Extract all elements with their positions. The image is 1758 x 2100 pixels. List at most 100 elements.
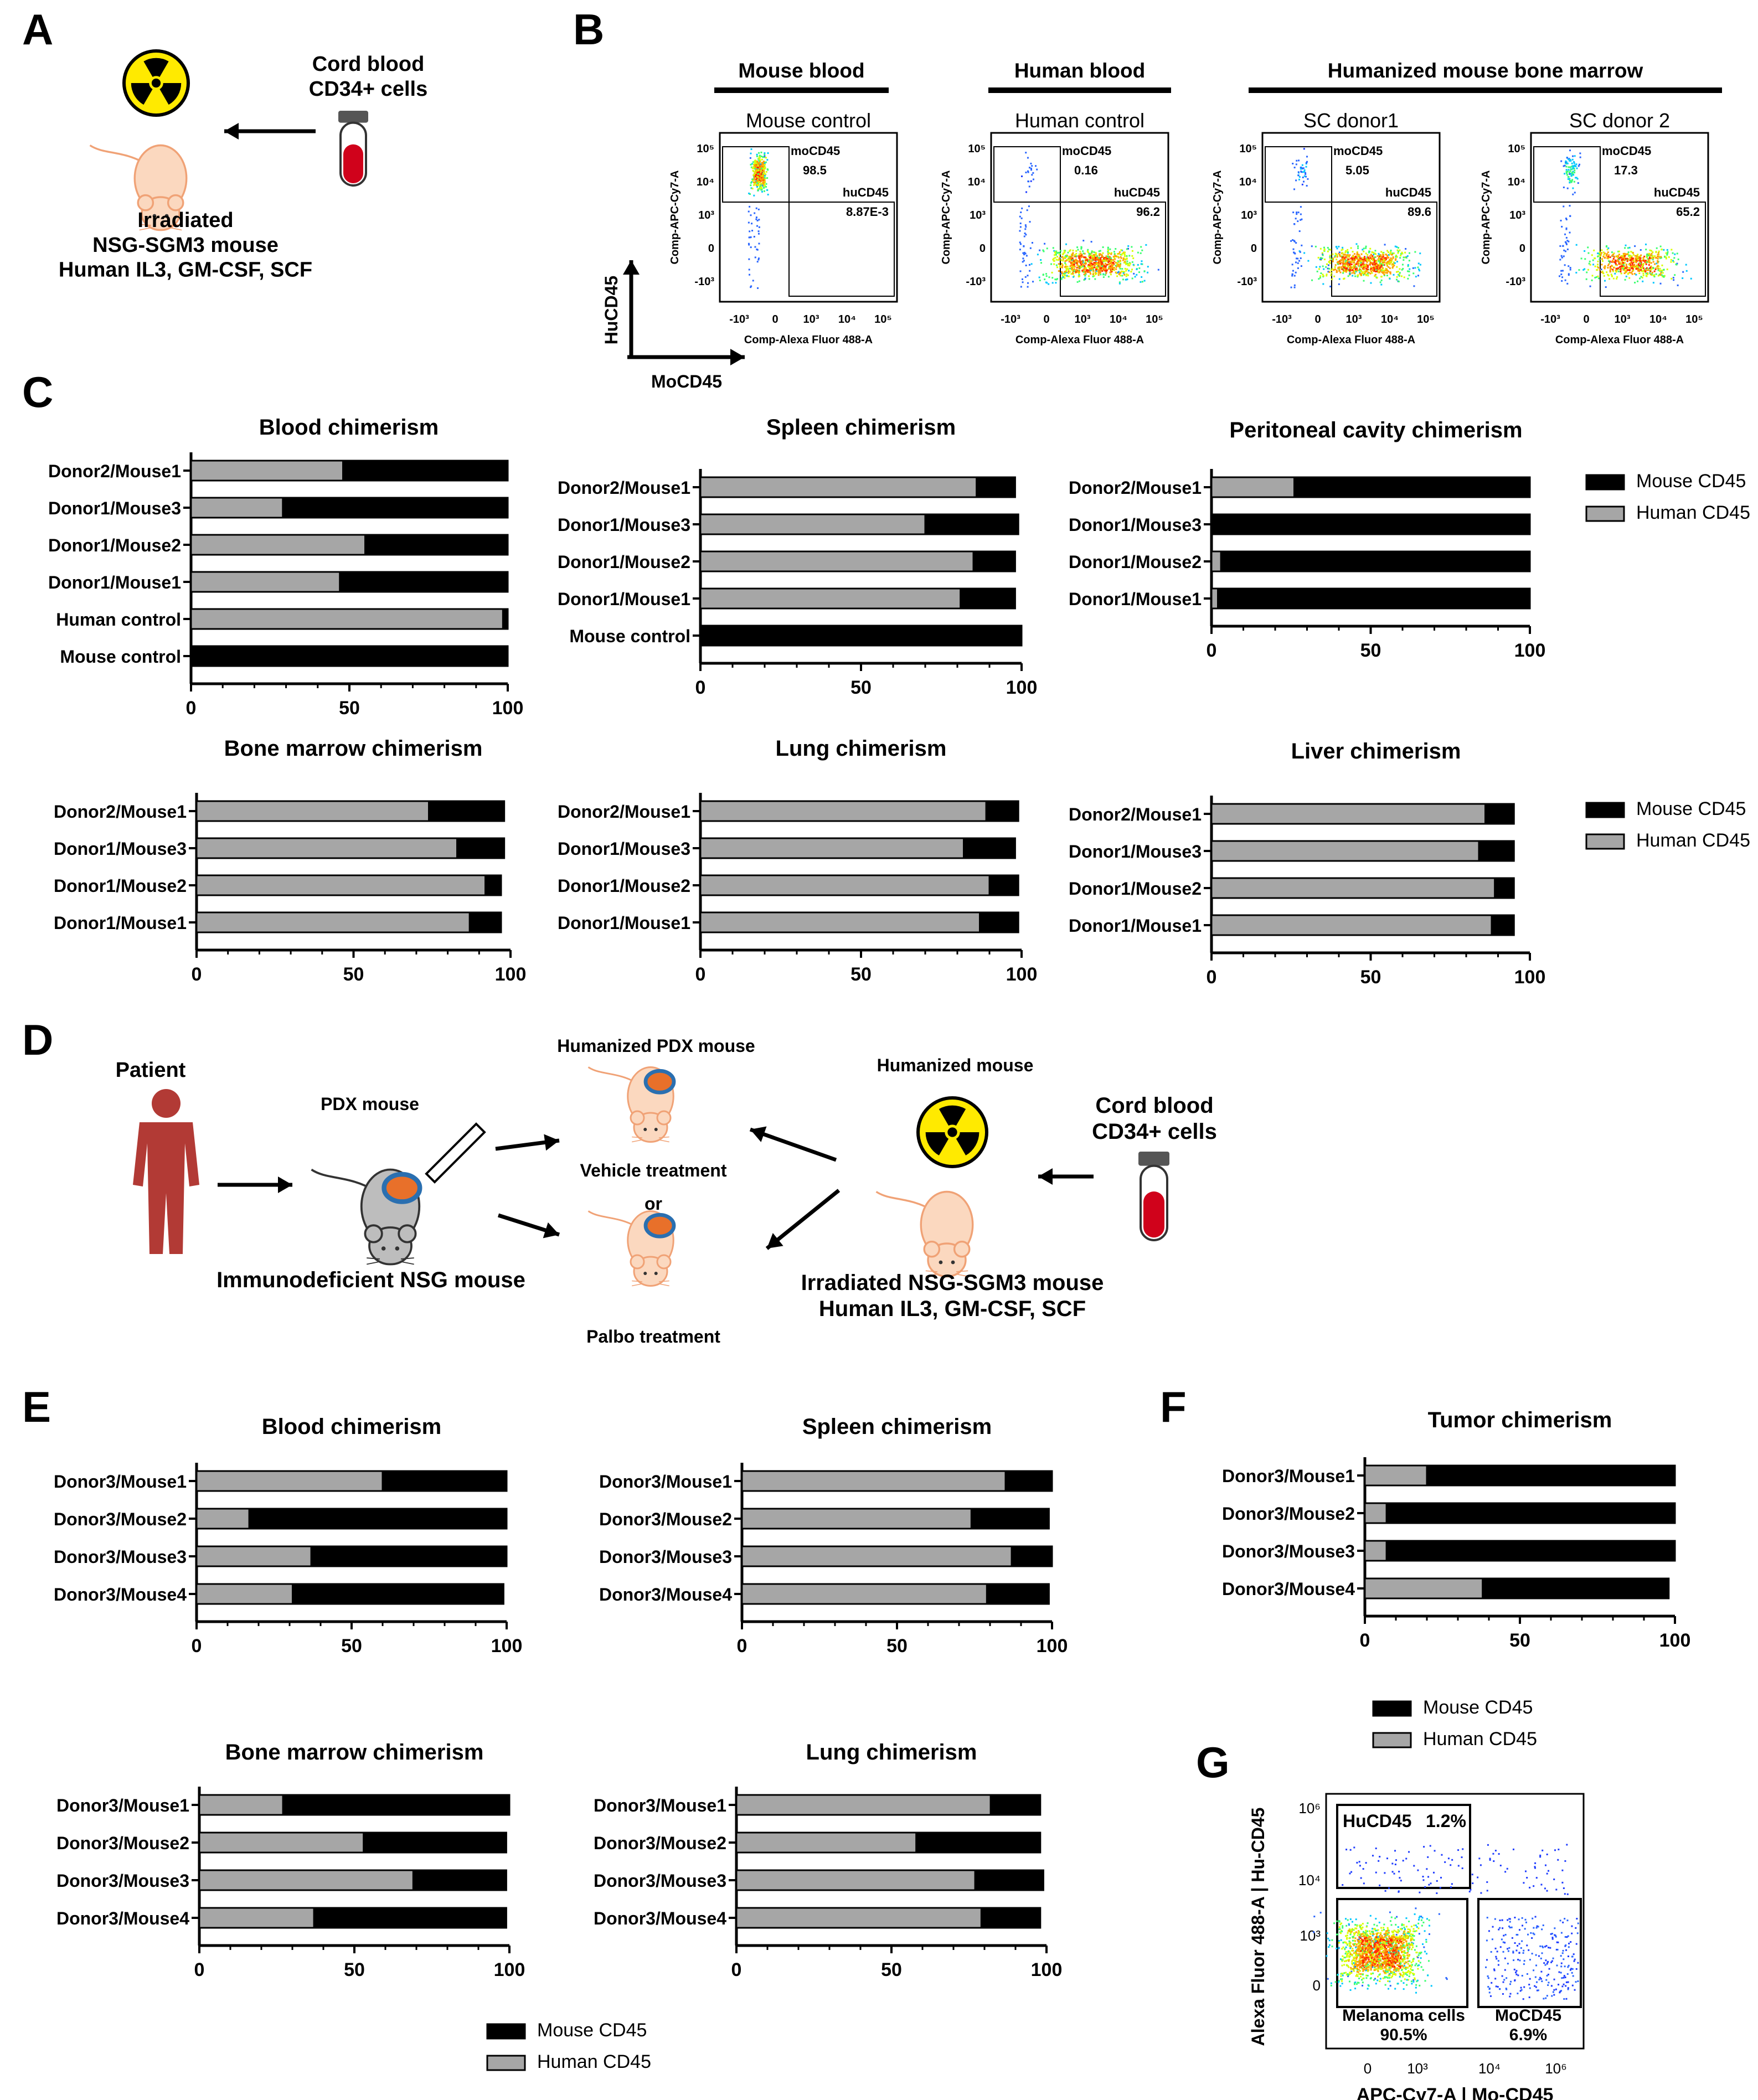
flow-dot	[756, 225, 759, 227]
flow-dot	[1562, 245, 1564, 247]
flow-dot	[1584, 258, 1586, 260]
flow-dot	[1416, 1926, 1418, 1928]
flow-dot	[1388, 1943, 1390, 1945]
flow-dot	[1561, 280, 1563, 282]
chart-bar-mouse	[1478, 840, 1515, 862]
flow-dot	[1397, 1951, 1399, 1953]
flow-dot	[1352, 1947, 1354, 1949]
flow-dot	[1379, 268, 1381, 270]
flow-dot	[1380, 1933, 1382, 1936]
flow-dot	[1357, 265, 1359, 267]
flow-dot	[1092, 275, 1094, 277]
flow-dot	[1384, 1946, 1386, 1948]
flow-dot	[1094, 262, 1096, 264]
flow-dot	[1411, 1944, 1414, 1947]
flow-dot	[1057, 259, 1059, 261]
flow-dot	[1630, 259, 1632, 261]
flow-dot	[1390, 1972, 1393, 1974]
flow-dot	[749, 157, 751, 159]
flow-dot	[753, 177, 755, 179]
flow-plot-frame	[719, 132, 898, 303]
legend-swatch-human	[1372, 1732, 1412, 1748]
flow-dot	[1649, 267, 1651, 269]
flow-dot	[1644, 270, 1647, 272]
flow-dot	[1023, 251, 1025, 254]
flow-dot	[1367, 275, 1369, 277]
flow-dot	[1352, 257, 1354, 259]
flow-dot	[1403, 1946, 1405, 1948]
flow-dot	[1133, 272, 1135, 275]
flow-dot	[1665, 257, 1667, 260]
flow-dot	[1380, 283, 1383, 286]
flow-dot	[1019, 226, 1022, 228]
flow-dot	[1579, 152, 1581, 154]
flow-tick-label: 10⁴	[1508, 176, 1525, 188]
flow-dot	[1639, 259, 1641, 261]
flow-dot	[1399, 1967, 1401, 1969]
flow-dot	[1391, 258, 1393, 260]
flow-dot	[1343, 1964, 1345, 1966]
flow-dot	[1362, 272, 1364, 274]
flow-dot	[1075, 252, 1078, 255]
flow-dot	[1323, 249, 1325, 251]
flow-dot	[1368, 1942, 1370, 1944]
flow-dot	[1377, 1979, 1379, 1982]
flow-dot	[1620, 257, 1622, 259]
flow-dot	[1609, 261, 1611, 264]
flow-dot	[1623, 266, 1625, 269]
chart-x-tick-label: 0	[737, 1635, 747, 1657]
flow-dot	[1370, 266, 1372, 268]
flow-dot	[758, 157, 760, 159]
flow-dot	[1095, 273, 1097, 275]
panelD-cord-label-line: CD34+ cells	[1092, 1119, 1217, 1144]
flow-dot	[1070, 262, 1073, 264]
flow-dot	[1338, 1926, 1341, 1928]
flow-dot	[1368, 1967, 1370, 1969]
flow-dot	[1367, 254, 1369, 256]
flow-dot	[1654, 255, 1656, 257]
flow-dot	[1345, 257, 1348, 259]
flow-dot	[1141, 263, 1143, 265]
flow-dot	[759, 172, 761, 174]
chart-bar-human	[190, 497, 284, 519]
flow-dot	[762, 165, 764, 167]
flow-dot	[1316, 270, 1318, 272]
flow-dot	[1023, 235, 1025, 238]
flow-dot	[1348, 261, 1350, 264]
flow-dot	[1568, 169, 1570, 171]
flow-dot	[1301, 183, 1303, 185]
flow-dot	[1090, 268, 1092, 270]
flow-dot	[1122, 257, 1125, 259]
flow-dot	[1364, 1941, 1367, 1943]
chart-bar-mouse	[972, 550, 1016, 572]
flow-dot	[1120, 256, 1122, 258]
flow-dot	[1377, 1969, 1379, 1972]
flow-dot	[759, 174, 761, 177]
flow-dot	[763, 156, 765, 158]
flow-dot	[1066, 275, 1068, 277]
flow-dot	[1392, 256, 1394, 258]
flow-dot	[1079, 250, 1081, 252]
flow-dot	[1642, 257, 1644, 259]
flow-dot	[754, 160, 756, 162]
flow-dot	[1628, 269, 1630, 271]
flow-dot	[1100, 262, 1102, 265]
flow-dot	[1395, 1923, 1397, 1926]
flow-dot	[1597, 264, 1599, 266]
flow-dot	[1082, 268, 1085, 270]
flow-dot	[1403, 1955, 1405, 1958]
flow-dot	[1396, 1967, 1398, 1969]
chart-bar-mouse	[468, 911, 502, 933]
chart-x-tick-label: 50	[344, 1959, 365, 1980]
flow-dot	[1633, 264, 1636, 266]
flow-dot	[1368, 1943, 1370, 1946]
flow-dot	[749, 205, 751, 208]
flow-dot	[1352, 1949, 1354, 1952]
flow-dot	[1385, 1937, 1388, 1939]
flow-dot	[751, 230, 754, 232]
flow-dot	[1372, 1960, 1374, 1962]
flow-dot	[1372, 266, 1374, 269]
flow-dot	[1053, 260, 1055, 262]
flow-dot	[1362, 1970, 1364, 1972]
flow-dot	[1575, 177, 1577, 179]
